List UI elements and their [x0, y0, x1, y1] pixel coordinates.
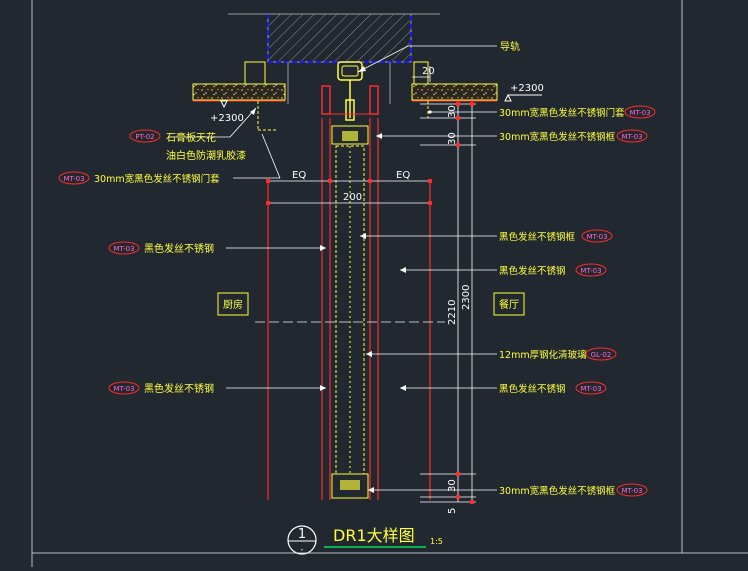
svg-text:DR1大样图: DR1大样图 — [333, 526, 415, 545]
svg-text:黑色发丝不锈钢: 黑色发丝不锈钢 — [499, 383, 566, 395]
svg-text:MT-03: MT-03 — [113, 385, 134, 393]
svg-text:石膏板天花: 石膏板天花 — [166, 131, 216, 144]
room-label-left: 厨房 — [217, 292, 249, 316]
svg-text:黑色发丝不锈钢: 黑色发丝不锈钢 — [144, 382, 214, 395]
svg-text:+2300: +2300 — [210, 113, 244, 124]
callout-left-steel-upper: MT-03 黑色发丝不锈钢 — [108, 241, 326, 255]
svg-text:20: 20 — [422, 66, 435, 77]
callout-right-steel-lower: 黑色发丝不锈钢 MT-03 — [400, 381, 607, 395]
callout-right-steel-upper: 黑色发丝不锈钢 MT-03 — [400, 263, 607, 277]
svg-text:MT-03: MT-03 — [629, 109, 650, 117]
svg-text:30mm宽黑色发丝不锈钢框: 30mm宽黑色发丝不锈钢框 — [499, 485, 616, 497]
drawing-frame — [31, 0, 748, 567]
svg-text:1: 1 — [298, 527, 306, 542]
right-callouts: 30mm宽黑色发丝不锈钢门套 MT-03 30mm宽黑色发丝不锈钢框 MT-03… — [360, 105, 656, 497]
left-callouts: PT-02 石膏板天花 油白色防潮乳胶漆 MT-03 30mm宽黑色发丝不锈钢门… — [58, 107, 326, 395]
callout-right-frame: 黑色发丝不锈钢框 MT-03 — [360, 229, 613, 243]
svg-text:MT-03: MT-03 — [621, 133, 642, 141]
svg-text:+2300: +2300 — [510, 83, 544, 94]
door-track — [321, 61, 379, 121]
svg-text:黑色发丝不锈钢: 黑色发丝不锈钢 — [499, 265, 566, 277]
room-label-right: 餐厅 — [493, 292, 525, 316]
svg-text:-: - — [301, 545, 304, 554]
svg-text:油白色防潮乳胶漆: 油白色防潮乳胶漆 — [166, 149, 246, 162]
dimension-lines — [268, 66, 476, 503]
svg-text:餐厅: 餐厅 — [499, 298, 519, 311]
svg-text:MT-03: MT-03 — [113, 245, 134, 253]
svg-text:2210: 2210 — [447, 300, 458, 325]
callout-right-glass: 12mm厚钢化清玻璃 GL-02 — [366, 347, 617, 361]
svg-text:30mm宽黑色发丝不锈钢门套: 30mm宽黑色发丝不锈钢门套 — [94, 173, 220, 185]
callout-left-steel-lower: MT-03 黑色发丝不锈钢 — [108, 381, 326, 395]
callout-right-frame-bottom: 30mm宽黑色发丝不锈钢框 MT-03 — [368, 483, 648, 497]
svg-text:MT-03: MT-03 — [580, 267, 601, 275]
svg-text:MT-03: MT-03 — [580, 385, 601, 393]
svg-text:MT-03: MT-03 — [586, 233, 607, 241]
svg-text:MT-03: MT-03 — [63, 175, 84, 183]
callout-left-door-casing: MT-03 30mm宽黑色发丝不锈钢门套 — [58, 133, 281, 185]
callout-right-door-casing: 30mm宽黑色发丝不锈钢门套 MT-03 — [428, 105, 656, 119]
svg-text:MT-03: MT-03 — [621, 487, 642, 495]
svg-text:厨房: 厨房 — [223, 298, 243, 311]
svg-text:EQ: EQ — [292, 170, 306, 181]
svg-text:PT-02: PT-02 — [135, 133, 154, 141]
svg-text:30mm宽黑色发丝不锈钢框: 30mm宽黑色发丝不锈钢框 — [499, 131, 616, 143]
svg-text:30: 30 — [447, 132, 458, 145]
svg-text:2300: 2300 — [461, 285, 472, 310]
svg-text:30: 30 — [447, 479, 458, 492]
level-marker-left: +2300 — [210, 100, 244, 124]
guide-rail-callout: 导轨 — [357, 40, 520, 73]
svg-text:EQ: EQ — [396, 170, 410, 181]
drawing-title-block: 1 - DR1大样图 1:5 — [287, 525, 443, 555]
svg-text:黑色发丝不锈钢框: 黑色发丝不锈钢框 — [499, 231, 576, 243]
svg-text:30mm宽黑色发丝不锈钢门套: 30mm宽黑色发丝不锈钢门套 — [499, 107, 625, 119]
structural-slab — [228, 13, 440, 104]
dimension-ticks — [266, 102, 474, 504]
svg-text:200: 200 — [343, 192, 362, 203]
glass-door-panel — [331, 125, 369, 499]
svg-text:黑色发丝不锈钢: 黑色发丝不锈钢 — [144, 242, 214, 255]
svg-text:5: 5 — [447, 508, 458, 514]
svg-text:GL-02: GL-02 — [591, 351, 612, 359]
ceiling-board — [192, 83, 498, 102]
svg-text:导轨: 导轨 — [500, 40, 520, 53]
svg-text:1:5: 1:5 — [430, 537, 443, 546]
level-marker-right: +2300 — [504, 83, 544, 102]
callout-left-gypsum-ceiling: PT-02 石膏板天花 油白色防潮乳胶漆 — [129, 107, 257, 162]
svg-text:12mm厚钢化清玻璃: 12mm厚钢化清玻璃 — [499, 349, 587, 361]
callout-right-frame-top: 30mm宽黑色发丝不锈钢框 MT-03 — [376, 129, 648, 143]
